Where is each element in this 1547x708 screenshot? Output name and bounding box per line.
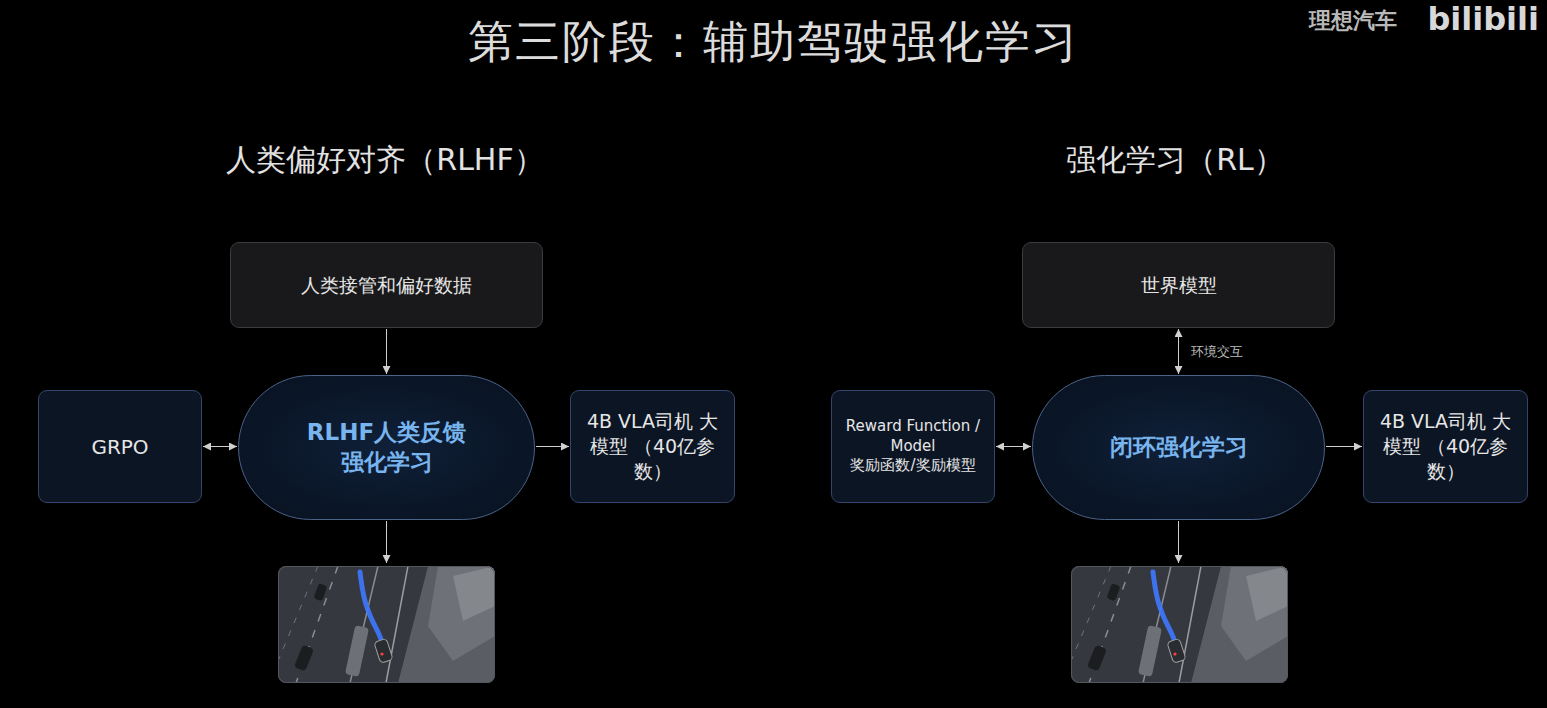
node-text: 4B VLA司机 大模型 （40亿参数） xyxy=(578,409,727,483)
section-heading: 人类偏好对齐（RLHF） xyxy=(226,140,543,181)
node-text: Reward Function / Model xyxy=(844,417,982,456)
data-box: 人类接管和偏好数据 xyxy=(230,242,543,328)
node-text: RLHF人类反馈 强化学习 xyxy=(301,418,473,478)
node-text: 人类接管和偏好数据 xyxy=(301,273,472,298)
method-box: GRPO xyxy=(38,390,202,503)
model-box: 4B VLA司机 大模型 （40亿参数） xyxy=(1363,390,1528,503)
driving-scene xyxy=(278,566,495,683)
connector-arrow xyxy=(1178,329,1179,374)
section-heading: 强化学习（RL） xyxy=(1066,140,1284,181)
watermark-logo: bilibili xyxy=(1427,0,1539,38)
node-text: GRPO xyxy=(91,434,148,460)
reward-box: Reward Function / Model奖励函数/奖励模型 xyxy=(831,390,995,503)
connector-arrow xyxy=(386,329,387,374)
driving-scene xyxy=(1071,566,1288,683)
edge-label: 环境交互 xyxy=(1189,343,1245,361)
node-text: 闭环强化学习 xyxy=(1110,433,1248,463)
output-arrow xyxy=(386,521,387,563)
node-text: 奖励函数/奖励模型 xyxy=(850,456,975,476)
training-pill: RLHF人类反馈 强化学习 xyxy=(238,375,535,520)
world-model-box: 世界模型 xyxy=(1022,242,1335,328)
node-text: 4B VLA司机 大模型 （40亿参数） xyxy=(1371,409,1520,483)
model-box: 4B VLA司机 大模型 （40亿参数） xyxy=(570,390,735,503)
connector-arrow xyxy=(1326,446,1362,447)
connector-arrow xyxy=(203,446,237,447)
connector-arrow xyxy=(996,446,1031,447)
connector-arrow xyxy=(536,446,569,447)
output-arrow xyxy=(1178,521,1179,563)
node-text: 世界模型 xyxy=(1141,273,1217,298)
watermark: 理想汽车 xyxy=(1309,6,1397,36)
training-pill: 闭环强化学习 xyxy=(1032,375,1325,520)
